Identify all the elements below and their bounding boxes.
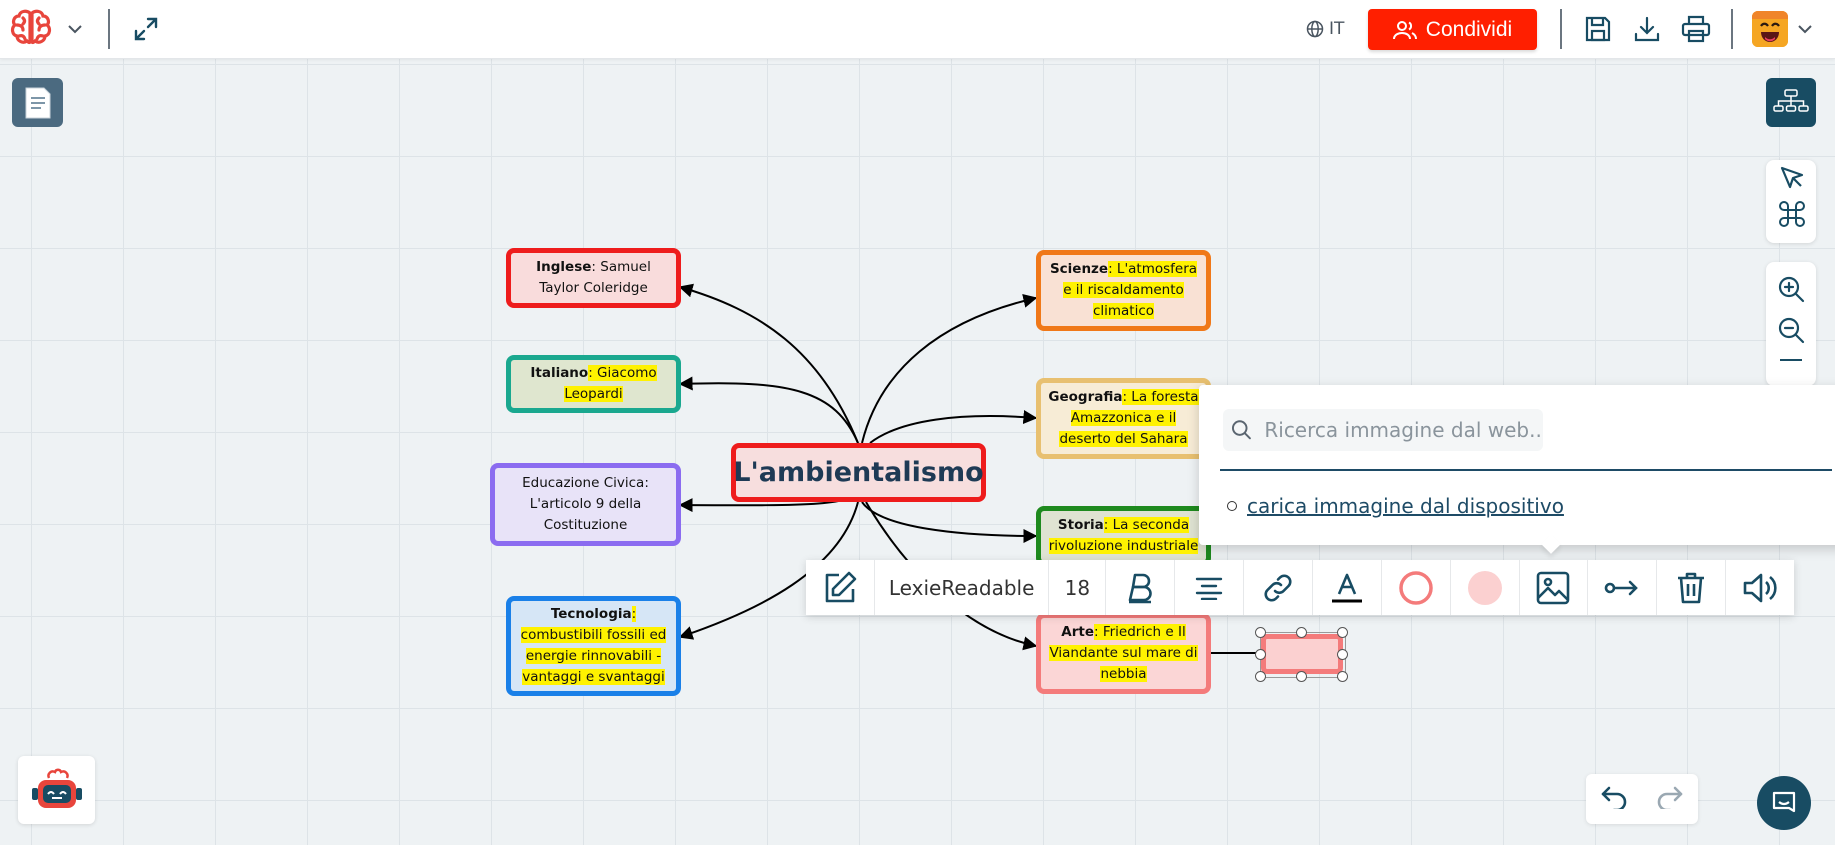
selected-node[interactable] <box>1261 634 1343 674</box>
node-storia-text: Storia: La seconda rivoluzione industria… <box>1048 517 1199 554</box>
resize-handle[interactable] <box>1337 627 1348 638</box>
users-icon <box>1392 20 1417 39</box>
image-icon[interactable] <box>1520 560 1589 615</box>
notes-button[interactable] <box>12 78 63 127</box>
node-inglese[interactable]: Inglese: Samuel Taylor Coleridge <box>506 248 681 308</box>
edit-icon[interactable] <box>806 560 875 615</box>
connector-tecnologia <box>678 501 859 640</box>
bold-icon[interactable] <box>1106 560 1176 615</box>
divider <box>1731 9 1733 49</box>
resize-handle[interactable] <box>1296 627 1307 638</box>
node-geografia[interactable]: Geografia: La foresta Amazzonica e il de… <box>1036 378 1211 459</box>
node-toolbar: LexieReadable 18 <box>806 560 1794 615</box>
mindmap-view-button[interactable] <box>1766 78 1816 127</box>
resize-handle[interactable] <box>1255 627 1266 638</box>
central-node[interactable]: L'ambientalismo <box>731 443 986 502</box>
node-educazione-text: Educazione Civica: L'articolo 9 della Co… <box>522 475 649 533</box>
fill-color-icon[interactable] <box>1451 560 1520 615</box>
zoom-out-icon[interactable] <box>1777 316 1805 344</box>
speaker-icon[interactable] <box>1726 560 1794 615</box>
node-tecnologia[interactable]: Tecnologia: combustibili fossili ed ener… <box>506 596 681 696</box>
node-storia[interactable]: Storia: La seconda rivoluzione industria… <box>1036 506 1211 566</box>
resize-handle[interactable] <box>1255 671 1266 682</box>
image-search-input[interactable] <box>1262 411 1543 449</box>
share-button[interactable]: Condividi <box>1368 9 1537 50</box>
image-search-box <box>1223 409 1543 451</box>
language-selector[interactable]: IT <box>1306 16 1344 42</box>
brain-logo-icon[interactable] <box>8 8 54 50</box>
delete-icon[interactable] <box>1657 560 1727 615</box>
connector-geografia <box>869 410 1038 444</box>
link-icon[interactable] <box>1244 560 1313 615</box>
history-panel <box>1586 774 1698 824</box>
share-label: Condividi <box>1425 17 1513 41</box>
resize-handle[interactable] <box>1337 649 1348 660</box>
divider <box>1560 9 1562 49</box>
text-color-icon[interactable] <box>1313 560 1382 615</box>
pointer-icon[interactable] <box>1778 164 1806 192</box>
font-family-label: LexieReadable <box>888 575 1035 600</box>
resize-handle[interactable] <box>1296 671 1307 682</box>
robot-icon <box>31 768 82 808</box>
node-educazione[interactable]: Educazione Civica: L'articolo 9 della Co… <box>490 463 681 546</box>
connector-scienze <box>861 293 1038 444</box>
node-tecnologia-text: Tecnologia: combustibili fossili ed ener… <box>520 606 667 685</box>
node-geografia-text: Geografia: La foresta Amazzonica e il de… <box>1048 389 1199 447</box>
search-icon <box>1231 420 1251 440</box>
node-scienze-text: Scienze: L'atmosfera e il riscaldamento … <box>1049 261 1198 319</box>
chevron-down-icon[interactable] <box>1794 18 1816 40</box>
node-arte-text: Arte: Friedrich e Il Viandante sul mare … <box>1049 624 1198 682</box>
assistant-button[interactable] <box>18 756 95 824</box>
download-icon[interactable] <box>1630 12 1664 46</box>
border-color-icon[interactable] <box>1382 560 1451 615</box>
central-node-text: L'ambientalismo <box>733 457 984 488</box>
language-label: IT <box>1329 19 1345 39</box>
undo-icon[interactable] <box>1600 785 1628 813</box>
bullet-icon <box>1227 501 1237 511</box>
font-family-select[interactable]: LexieReadable <box>875 560 1050 615</box>
print-icon[interactable] <box>1679 12 1713 46</box>
connector-italiano <box>678 376 859 444</box>
connector-storia <box>861 501 1038 543</box>
chevron-down-icon[interactable] <box>64 18 86 40</box>
connector-icon[interactable] <box>1588 560 1658 615</box>
resize-handle[interactable] <box>1337 671 1348 682</box>
node-scienze[interactable]: Scienze: L'atmosfera e il riscaldamento … <box>1036 250 1211 331</box>
connector-inglese <box>678 283 859 444</box>
chat-icon <box>1772 791 1796 813</box>
expand-icon[interactable] <box>130 13 162 45</box>
top-bar: IT Condividi <box>0 0 1835 59</box>
zoom-in-icon[interactable] <box>1777 275 1805 303</box>
avatar[interactable] <box>1752 11 1788 47</box>
search-underline <box>1220 469 1832 471</box>
resize-handle[interactable] <box>1255 649 1266 660</box>
node-italiano-text: Italiano: Giacomo Leopardi <box>530 365 657 402</box>
node-inglese-text: Inglese: Samuel Taylor Coleridge <box>536 259 651 296</box>
divider <box>108 9 110 49</box>
globe-icon <box>1306 20 1324 38</box>
divider <box>1780 359 1802 361</box>
node-arte[interactable]: Arte: Friedrich e Il Viandante sul mare … <box>1036 613 1211 694</box>
font-size-select[interactable]: 18 <box>1049 560 1107 615</box>
pointer-tools-panel <box>1766 160 1816 243</box>
save-icon[interactable] <box>1581 12 1615 46</box>
align-center-icon[interactable] <box>1175 560 1245 615</box>
font-size-label: 18 <box>1064 575 1091 600</box>
chat-button[interactable] <box>1757 776 1811 830</box>
document-icon <box>25 87 50 118</box>
zoom-panel <box>1766 262 1816 386</box>
image-search-popup: carica immagine dal dispositivo <box>1199 385 1835 554</box>
upload-option: carica immagine dal dispositivo <box>1227 494 1564 518</box>
upload-image-link[interactable]: carica immagine dal dispositivo <box>1247 494 1564 518</box>
node-italiano[interactable]: Italiano: Giacomo Leopardi <box>506 355 681 413</box>
command-icon[interactable] <box>1778 200 1806 228</box>
mindmap-icon <box>1773 88 1809 112</box>
redo-icon[interactable] <box>1656 785 1684 813</box>
